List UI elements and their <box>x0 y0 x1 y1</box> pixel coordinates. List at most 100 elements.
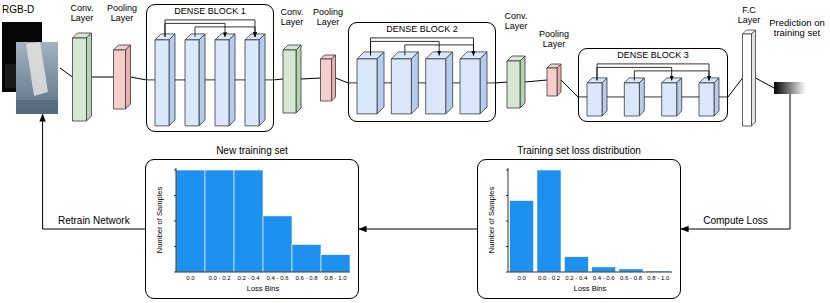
slab-front <box>391 59 411 114</box>
node-title: Prediction on training set <box>768 18 826 39</box>
tick-label: 0.0 <box>186 275 194 282</box>
slab-shape <box>507 56 525 108</box>
dense-layer <box>426 52 453 114</box>
slab-side <box>87 33 92 121</box>
slab-front <box>357 59 377 114</box>
y-tick <box>506 195 508 196</box>
histogram-bar <box>564 257 588 272</box>
slab-shape <box>743 30 756 126</box>
axis-title: Loss Bins <box>247 285 280 293</box>
dense-layer <box>215 34 235 126</box>
tick-label: 0.0 - 0.2 <box>538 275 560 282</box>
dense-layers <box>349 23 495 121</box>
connector <box>43 114 145 229</box>
connector <box>131 77 147 80</box>
layer-link <box>147 79 155 80</box>
edge-label: Compute Loss <box>701 215 769 226</box>
node-title: Conv. Layer <box>276 8 308 28</box>
prediction-bar <box>774 82 806 94</box>
slab-shape <box>114 45 131 109</box>
slab-side <box>377 52 384 114</box>
dense-block: DENSE BLOCK 1 <box>146 4 274 132</box>
layer-slab <box>310 55 346 101</box>
slab-front <box>114 50 126 109</box>
slab-front <box>699 83 714 116</box>
skip-connection <box>597 64 709 81</box>
tick-label: 0.6 - 0.8 <box>295 275 317 282</box>
slab-side <box>639 78 644 116</box>
histogram-bar <box>510 201 534 272</box>
slab-side <box>126 45 131 109</box>
pooling-layer: Pooling Layer <box>310 8 346 101</box>
node-title: Training set loss distribution <box>477 145 681 156</box>
connector <box>681 94 790 229</box>
slab-side <box>259 34 265 126</box>
layer-slab <box>734 30 764 126</box>
axis-title: Number of Samples <box>488 187 496 253</box>
color-image <box>16 42 58 114</box>
slab-side <box>296 45 301 113</box>
y-tick <box>506 170 508 171</box>
slab-front <box>507 61 520 108</box>
tick-label: 0.0 <box>517 275 525 282</box>
connector <box>756 78 775 88</box>
node-title: RGB-D <box>2 4 60 15</box>
connector <box>359 229 477 230</box>
tick-label: 0.2 - 0.4 <box>237 275 259 282</box>
slab-shape <box>283 45 301 113</box>
layer-link <box>265 79 273 80</box>
pooling-layer: Pooling Layer <box>104 4 140 109</box>
histogram-bar <box>292 244 321 272</box>
input-image: RGB-D <box>2 4 60 114</box>
y-tick <box>506 221 508 222</box>
dense-layer <box>357 52 384 114</box>
edge-label: Retrain Network <box>56 215 132 226</box>
skip-connection <box>165 20 255 37</box>
slab-side <box>752 30 756 126</box>
dense-layer <box>460 52 487 114</box>
connector <box>561 80 578 97</box>
tick-label: 0.6 - 0.8 <box>620 275 642 282</box>
rgbd-image <box>2 22 60 114</box>
connector <box>92 77 114 78</box>
connector <box>336 78 349 83</box>
histogram-bar <box>263 216 292 272</box>
histogram-bar <box>176 170 205 272</box>
histogram-bar <box>321 255 350 272</box>
layer-link <box>418 82 425 83</box>
slab-front <box>587 83 602 116</box>
slab-side <box>411 52 418 114</box>
slab-side <box>169 34 175 126</box>
slab-side <box>520 56 525 108</box>
slab-side <box>332 55 336 101</box>
tick-label: 0.4 - 0.6 <box>266 275 288 282</box>
chart-box: Number of Samples0.00.0 - 0.20.2 - 0.40.… <box>145 159 359 299</box>
slab-front <box>662 83 677 116</box>
slab-front <box>245 40 259 126</box>
color-patch <box>26 42 48 96</box>
skip-connection <box>405 45 474 56</box>
tick-label: 0.8 - 1.0 <box>324 275 346 282</box>
y-tick <box>174 170 176 171</box>
y-tick <box>174 272 176 273</box>
layer-slab <box>500 56 532 108</box>
histogram-bar <box>592 267 616 272</box>
dense-layer <box>624 78 644 116</box>
connector <box>496 82 507 84</box>
color-shadow <box>16 100 58 114</box>
y-tick <box>174 221 176 222</box>
layer-slab <box>66 33 98 121</box>
connector <box>728 78 743 97</box>
skip-connection <box>371 38 474 56</box>
fc-layer: F.C Layer <box>734 6 764 126</box>
dense-layer <box>699 78 719 116</box>
histogram-bar <box>234 170 263 272</box>
layer-link <box>719 96 727 97</box>
tick-label: 0.8 - 1.0 <box>647 275 669 282</box>
dense-layer <box>155 34 175 126</box>
axis-title: Number of Samples <box>156 187 164 253</box>
layer-slab <box>536 64 572 96</box>
slab-side <box>480 52 487 114</box>
connector <box>60 68 73 77</box>
